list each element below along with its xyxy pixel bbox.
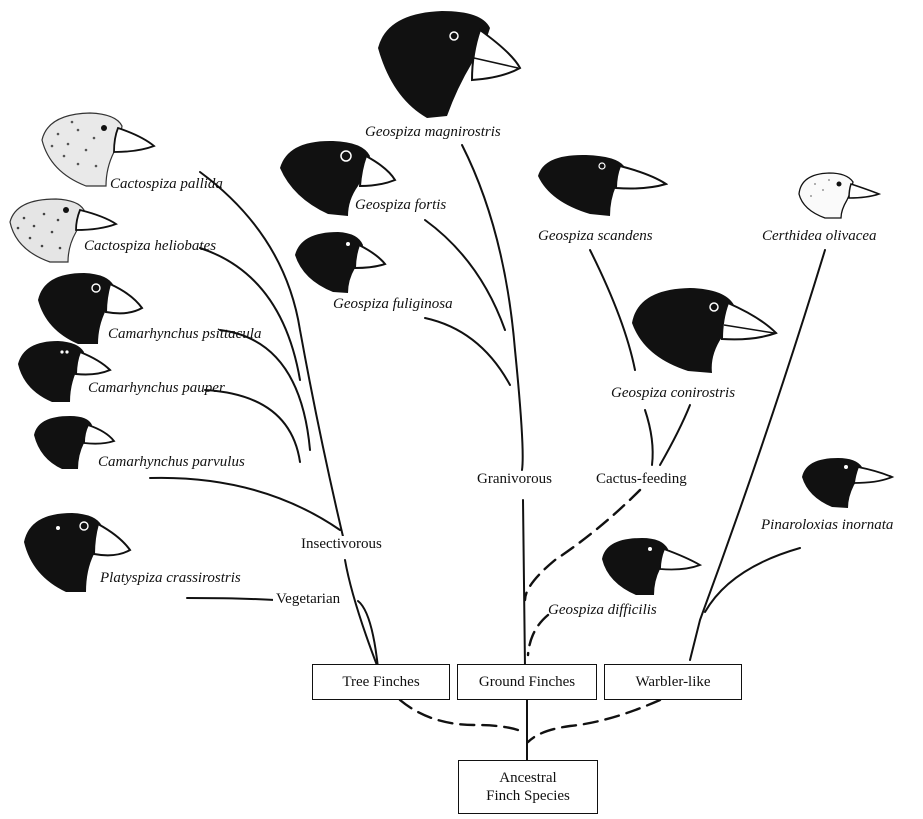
ancestral-line-2: Finch Species	[486, 788, 570, 804]
box-tree-finches: Tree Finches	[312, 664, 450, 700]
dashed-tree	[398, 698, 527, 735]
scandens-head-icon	[538, 154, 668, 216]
box-ground-finches: Ground Finches	[457, 664, 597, 700]
magnirostris-head-icon	[378, 11, 522, 118]
label-pallida: Cactospiza pallida	[110, 176, 223, 192]
dashed-difficilis	[526, 613, 550, 657]
label-parvulus: Camarhynchus parvulus	[98, 454, 245, 470]
branch-fuliginosa	[424, 317, 511, 386]
box-ancestral-finch-species: Ancestral Finch Species	[458, 760, 598, 814]
label-granivorous: Granivorous	[474, 471, 555, 488]
branch-magnirostris	[461, 144, 524, 471]
label-insectivorous: Insectivorous	[298, 536, 385, 553]
label-cactus-feeding: Cactus-feeding	[593, 471, 690, 488]
label-heliobates: Cactospiza heliobates	[84, 238, 217, 254]
label-conirostris: Geospiza conirostris	[611, 385, 736, 401]
branch-inornata	[704, 547, 801, 613]
inornata-head-icon	[802, 458, 895, 508]
parvulus-head-icon	[34, 416, 116, 469]
pallida-head-icon	[41, 112, 156, 187]
label-crassirostris: Platyspiza crassirostris	[100, 570, 241, 586]
label-difficilis: Geospiza difficilis	[548, 602, 657, 618]
conirostris-head-icon	[632, 288, 778, 373]
difficilis-head-icon	[602, 538, 703, 595]
dashed-cactus	[523, 488, 642, 602]
label-scandens: Geospiza scandens	[538, 228, 653, 244]
label-magnirostris: Geospiza magnirostris	[365, 124, 501, 140]
label-pauper: Camarhynchus pauper	[88, 380, 225, 396]
fuliginosa-head-icon	[295, 232, 387, 293]
label-psittacula: Camarhynchus psittacula	[108, 326, 262, 342]
branch-parvulus	[149, 476, 341, 531]
label-fuliginosa: Geospiza fuliginosa	[333, 296, 453, 312]
branch-psittacula	[219, 329, 311, 451]
olivacea-head-icon	[798, 172, 881, 219]
label-olivacea: Certhidea olivacea	[762, 228, 877, 244]
branch-olivacea	[689, 249, 826, 661]
branch-scandens	[589, 249, 636, 371]
branch-vegetarian	[357, 600, 379, 669]
fortis-head-icon	[280, 140, 397, 216]
crassirostris-head-icon	[24, 513, 132, 592]
branch-fortis	[424, 219, 506, 331]
ancestral-line-1: Ancestral	[499, 770, 557, 786]
label-inornata: Pinaroloxias inornata	[761, 517, 894, 533]
branch-crassirostris	[186, 597, 276, 601]
dashed-warbler	[526, 698, 662, 744]
pauper-head-icon	[18, 341, 112, 402]
branch-heliobates	[199, 247, 301, 381]
branch-pallida	[199, 171, 346, 546]
branch-ground-stem	[522, 499, 526, 669]
branch-scandens-low	[644, 409, 654, 466]
branch-conirostris	[659, 404, 691, 466]
label-vegetarian: Vegetarian	[273, 591, 344, 608]
psittacula-head-icon	[38, 273, 144, 344]
branch-insectivorous-stem	[344, 559, 379, 669]
heliobates-head-icon	[9, 198, 118, 263]
label-fortis: Geospiza fortis	[355, 197, 447, 213]
branch-pauper	[204, 389, 301, 463]
box-warbler-like: Warbler-like	[604, 664, 742, 700]
